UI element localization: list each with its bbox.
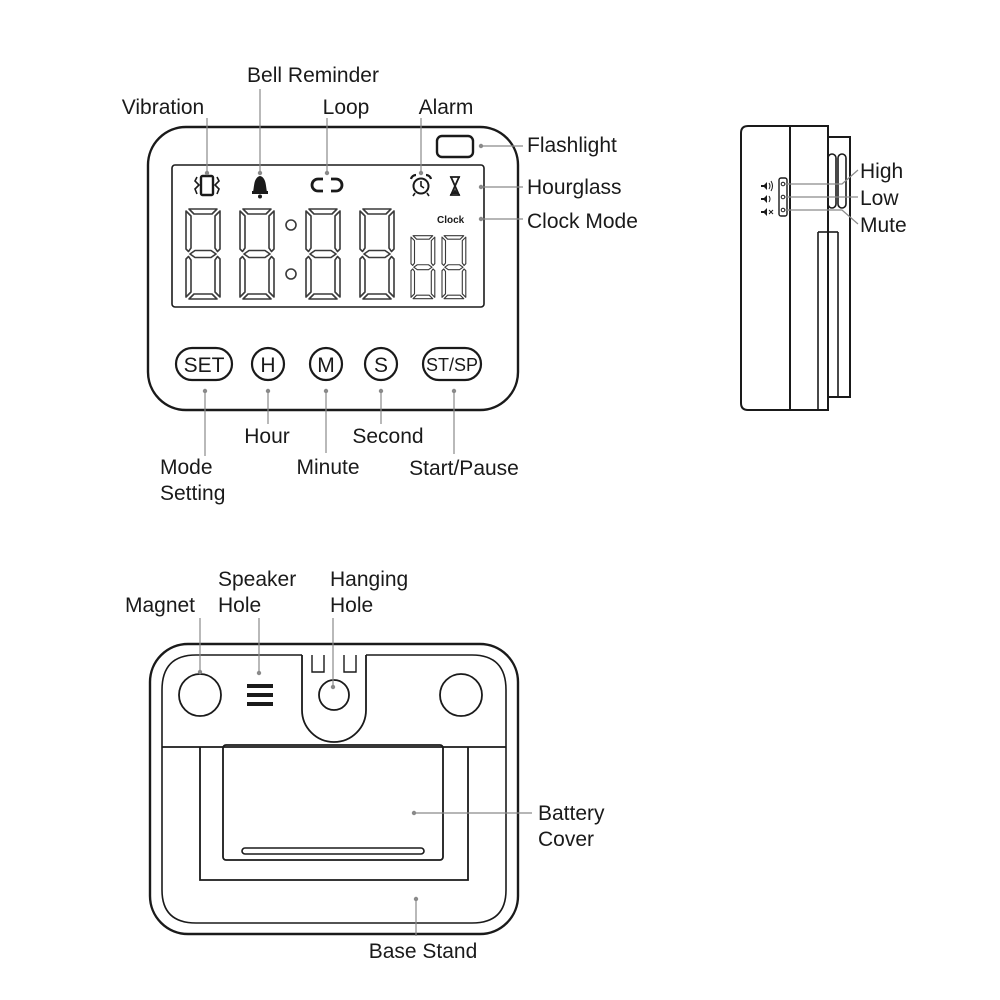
label-start-pause: Start/Pause <box>409 457 519 480</box>
label-mute: Mute <box>860 214 907 237</box>
svg-text:SET: SET <box>184 354 225 377</box>
lcd-digit-hour-tens <box>185 208 221 300</box>
label-speaker-hole-line1: Speaker <box>218 568 296 591</box>
magnet-right <box>439 673 483 717</box>
label-hourglass: Hourglass <box>527 176 622 199</box>
second-button[interactable]: S <box>363 346 399 382</box>
lcd-digit-minute-ones <box>359 208 395 300</box>
lcd-colon-top <box>285 219 297 231</box>
hour-button[interactable]: H <box>250 346 286 382</box>
lcd-screen <box>171 164 485 308</box>
speaker-high-icon <box>761 180 773 192</box>
back-body-inner <box>161 654 507 924</box>
lcd-digit-second-tens <box>410 235 436 300</box>
label-alarm: Alarm <box>419 96 474 119</box>
minute-button[interactable]: M <box>308 346 344 382</box>
back-view: Magnet Speaker Hole Hanging Hole Battery… <box>125 568 605 963</box>
magnet-left <box>178 673 222 717</box>
speaker-mute-icon <box>761 208 774 216</box>
front-view: Clock SET H M S ST/SP <box>122 64 638 505</box>
label-battery-cover-line2: Cover <box>538 828 594 851</box>
battery-cover <box>222 744 444 861</box>
side-body-front <box>789 125 829 411</box>
label-vibration: Vibration <box>122 96 205 119</box>
lcd-colon-bottom <box>285 268 297 280</box>
label-second: Second <box>352 425 423 448</box>
vibration-icon <box>194 174 220 197</box>
alarm-clock-icon <box>409 173 433 197</box>
label-mode-setting-line2: Setting <box>160 482 225 505</box>
label-base-stand: Base Stand <box>369 940 478 963</box>
label-high: High <box>860 160 903 183</box>
front-body <box>146 125 520 412</box>
label-hanging-hole-line2: Hole <box>330 594 373 617</box>
side-view: High Low Mute <box>740 125 907 411</box>
label-low: Low <box>860 187 899 210</box>
speaker-low-icon <box>761 195 771 203</box>
label-mode-setting-line1: Mode <box>160 456 213 479</box>
svg-text:S: S <box>374 354 388 377</box>
set-button[interactable]: SET <box>174 346 234 382</box>
flashlight-window <box>435 134 475 159</box>
svg-text:M: M <box>317 354 335 377</box>
label-magnet: Magnet <box>125 594 195 617</box>
back-body-outer <box>148 642 520 936</box>
lcd-digit-second-ones <box>441 235 467 300</box>
svg-text:ST/SP: ST/SP <box>426 355 478 375</box>
svg-text:H: H <box>260 354 275 377</box>
label-minute: Minute <box>296 456 359 479</box>
lcd-digit-minute-tens <box>305 208 341 300</box>
hanging-hole <box>318 679 350 711</box>
start-stop-button[interactable]: ST/SP <box>421 346 483 382</box>
lcd-digit-hour-ones <box>239 208 275 300</box>
label-speaker-hole-line2: Hole <box>218 594 261 617</box>
hanging-slot <box>301 655 367 743</box>
label-hanging-hole-line1: Hanging <box>330 568 408 591</box>
bell-icon <box>252 176 268 199</box>
clock-indicator: Clock <box>437 215 465 226</box>
speaker-grille-icon <box>247 684 273 706</box>
side-button-upper <box>827 153 837 209</box>
label-hour: Hour <box>244 425 290 448</box>
label-flashlight: Flashlight <box>527 134 617 157</box>
label-bell-reminder: Bell Reminder <box>247 64 379 87</box>
label-battery-cover-line1: Battery <box>538 802 605 825</box>
hourglass-icon <box>449 176 461 196</box>
loop-icon <box>310 177 344 193</box>
label-loop: Loop <box>323 96 370 119</box>
side-body-rear <box>740 125 791 411</box>
label-clock-mode: Clock Mode <box>527 210 638 233</box>
side-stand <box>828 136 851 398</box>
battery-cover-slot <box>241 847 425 855</box>
